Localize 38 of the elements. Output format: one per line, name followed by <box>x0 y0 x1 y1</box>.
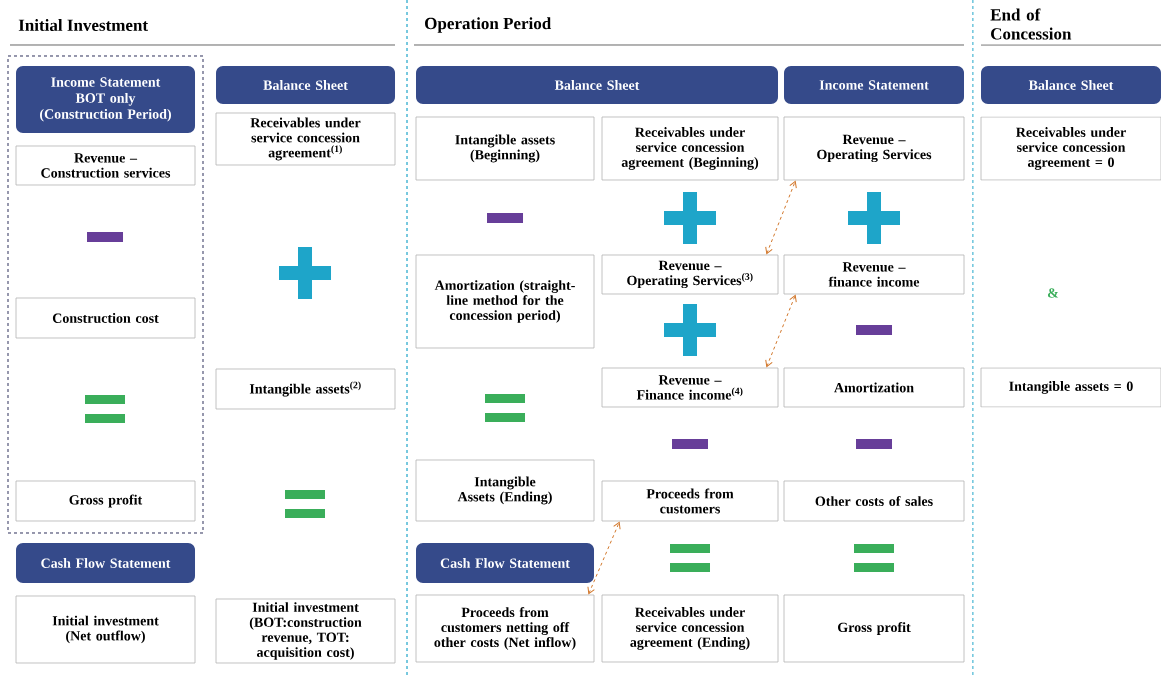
arrow <box>765 294 797 368</box>
statement-header: Income Statement <box>784 66 964 104</box>
account-box: Receivables under service concession agreement (Ending) <box>601 594 779 663</box>
account-box: Revenue – Operating Services$^{(3)}$ <box>601 254 779 295</box>
account-box: Construction cost <box>15 297 196 339</box>
account-box: Gross profit <box>15 480 196 522</box>
account-box: Intangible assets (Beginning) <box>415 116 595 181</box>
section-title: End of Concession <box>990 8 1072 40</box>
arrow <box>765 180 797 255</box>
account-box: Intangible assets$^{(2)}$ <box>215 368 396 410</box>
account-box: Receivables under service concession agreement = 0 <box>980 116 1161 181</box>
statement-header: Income Statement BOT only (Construction Period) <box>16 66 195 133</box>
arrow <box>587 521 621 595</box>
account-box: Receivables under service concession agreement (Beginning) <box>601 116 779 181</box>
statement-header: Balance Sheet <box>216 66 395 104</box>
account-box: Amortization <box>783 367 965 408</box>
group-frame <box>7 55 204 534</box>
account-box: Revenue – finance income <box>783 254 965 295</box>
account-box: Proceeds from customers <box>601 480 779 522</box>
statement-header: Cash Flow Statement <box>416 543 594 583</box>
account-box: Other costs of sales <box>783 480 965 522</box>
section-title: Initial Investment <box>18 19 148 31</box>
account-box: Gross profit <box>783 594 965 663</box>
account-box: Revenue – Finance income$^{(4)}$ <box>601 367 779 408</box>
statement-header: Cash Flow Statement <box>16 543 195 583</box>
statement-header: Balance Sheet <box>981 66 1161 104</box>
ampersand-sign: & <box>1048 288 1059 298</box>
account-box: Revenue – Construction services <box>15 145 196 186</box>
account-box: Initial investment (Net outflow) <box>15 595 196 664</box>
account-box: Intangible assets = 0 <box>980 367 1161 408</box>
account-box: Proceeds from customers netting off other costs (Net inflow) <box>415 594 595 663</box>
account-box: Receivables under service concession agreement$^{(1)}$ <box>215 112 396 166</box>
account-box: Initial investment (BOT:construction revenue, TOT: acquisition cost) <box>215 598 396 664</box>
account-box: Intangible Assets (Ending) <box>415 459 595 522</box>
statement-header: Balance Sheet <box>416 66 778 104</box>
account-box: Revenue – Operating Services <box>783 116 965 181</box>
section-title: Operation Period <box>425 17 552 33</box>
account-box: Amortization (straight-line method for the concession period) <box>415 254 595 349</box>
